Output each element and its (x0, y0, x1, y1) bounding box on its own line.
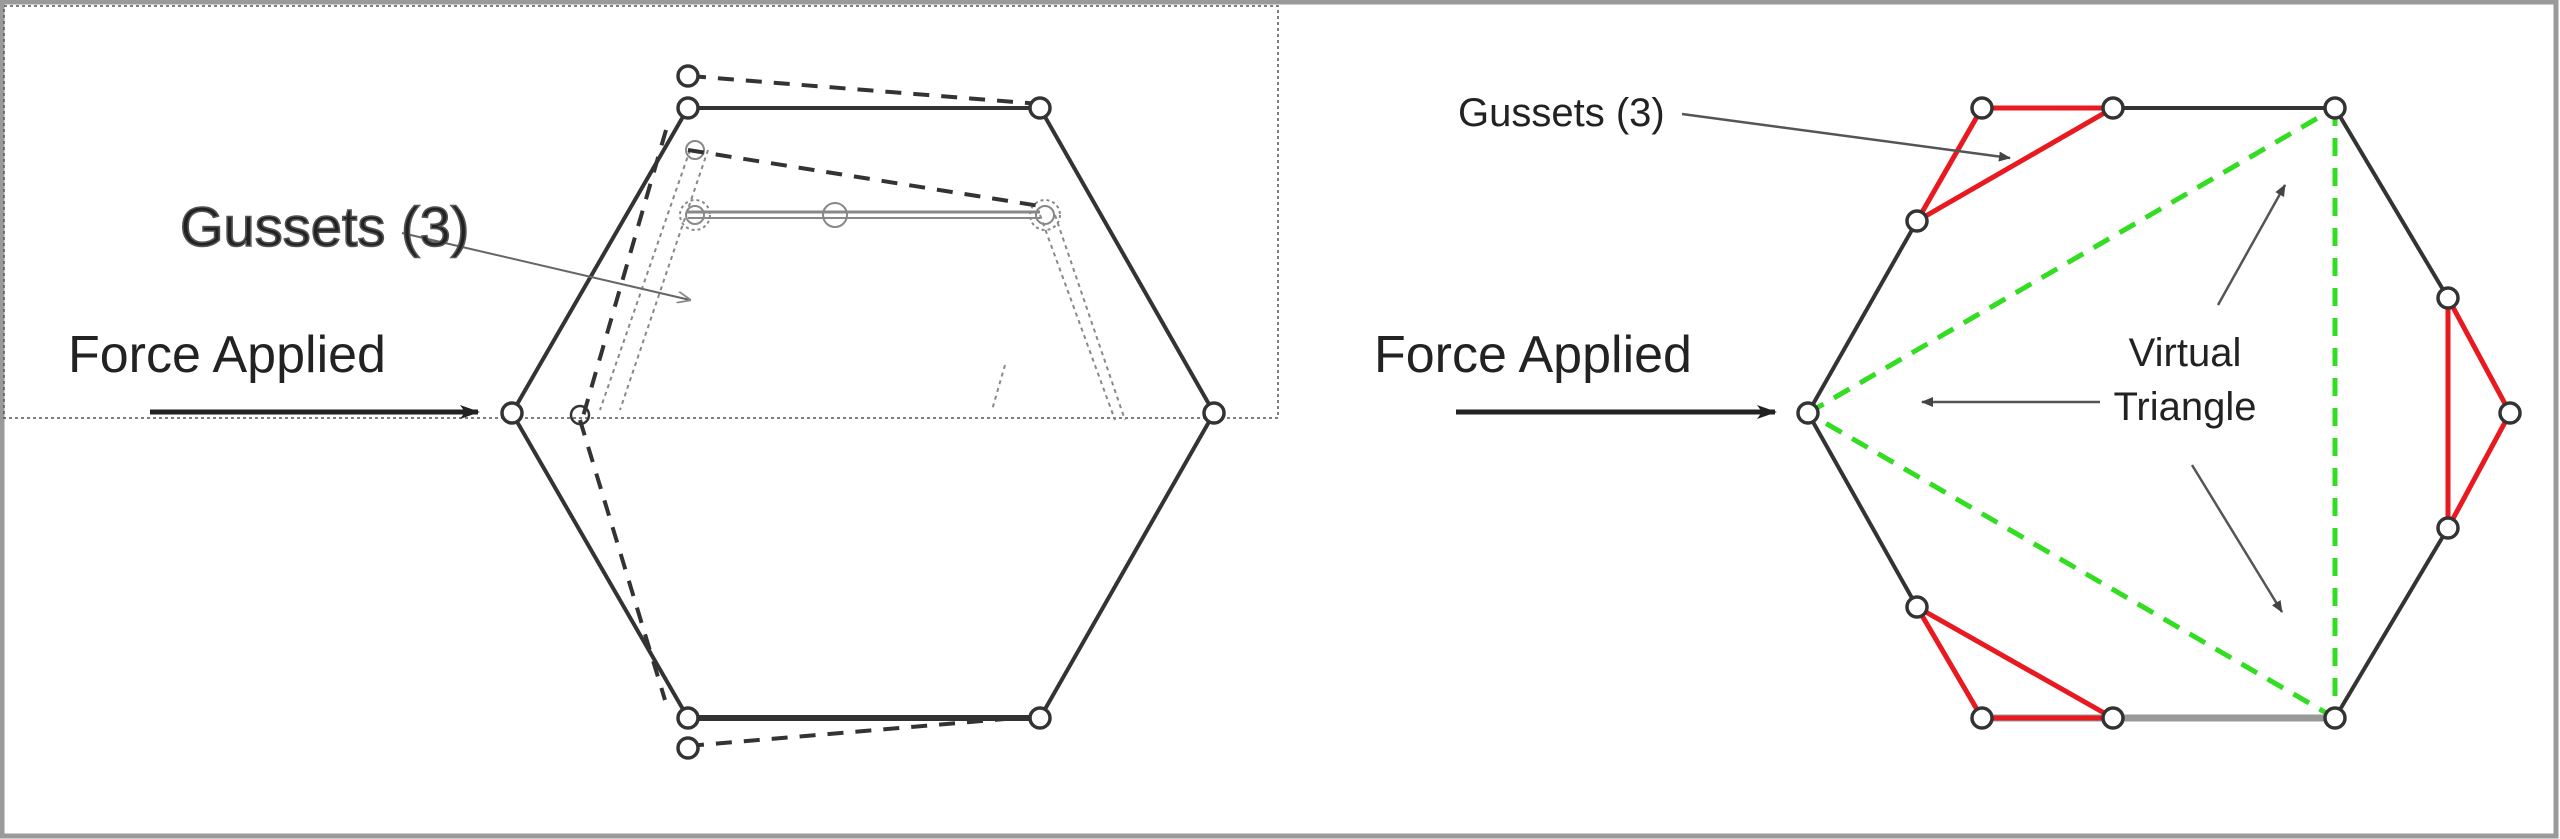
right-force-label: Force Applied (1374, 326, 1692, 384)
selection-box (3, 5, 1279, 419)
virtual-arrow-down (2190, 464, 2284, 613)
right-panel: Force Applied Gussets (3) Virtual Triang… (1374, 91, 2522, 730)
left-force-label: Force Applied (68, 326, 386, 384)
right-gussets-label: Gussets (3) (1458, 91, 1665, 135)
virtual-triangle (1806, 105, 2338, 721)
virtual-arrow-up (2216, 184, 2287, 306)
left-hexagon-frame (510, 106, 1216, 721)
left-joints (500, 64, 1226, 760)
virtual-label-line2: Triangle (2113, 385, 2256, 429)
right-gussets (1914, 105, 2513, 721)
left-gussets-leader (401, 232, 690, 300)
left-panel: Force Applied Gussets (3) (68, 64, 1226, 760)
right-gussets-leader (1681, 112, 2011, 162)
left-ghost-structure (569, 140, 1126, 426)
virtual-label-line1: Virtual (2129, 331, 2242, 375)
right-joints (1796, 96, 2522, 730)
left-gussets-label: Gussets (3) (180, 195, 469, 258)
